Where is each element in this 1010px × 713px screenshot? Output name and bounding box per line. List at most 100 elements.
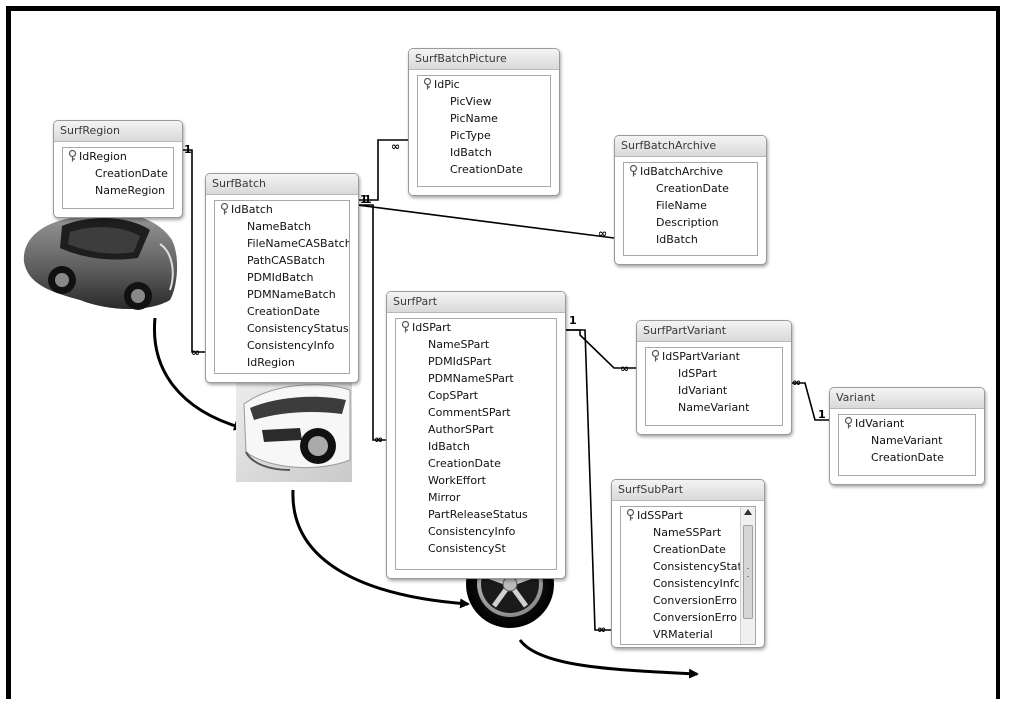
key-icon (626, 509, 635, 521)
field-label: ConsistencyStat (653, 560, 742, 573)
rel-batch-archive (356, 204, 615, 239)
grip-icon (747, 568, 749, 577)
scrollbar-thumb[interactable] (743, 525, 753, 619)
table-surfbatcharchive[interactable]: SurfBatchArchive IdBatchArchive Creation… (614, 135, 767, 265)
field[interactable]: CreationDate (396, 455, 556, 472)
field[interactable]: CreationDate (63, 165, 173, 182)
table-surfpartvariant[interactable]: SurfPartVariant IdSPartVariant IdSPart I… (636, 320, 792, 435)
table-variant[interactable]: Variant IdVariant NameVariant CreationDa… (829, 387, 985, 485)
field[interactable]: NameSPart (396, 336, 556, 353)
field[interactable]: AuthorSPart (396, 421, 556, 438)
field[interactable]: FileNameCASBatch (215, 235, 349, 252)
key-icon (844, 417, 853, 429)
card-many-4: ∞ (374, 433, 383, 446)
field-label: NameSSPart (653, 526, 722, 539)
primary-key-field[interactable]: IdBatchArchive (624, 163, 757, 180)
field-label: NameBatch (247, 220, 312, 233)
field[interactable]: ConsistencyStatus (215, 320, 349, 337)
table-surfbatch[interactable]: SurfBatch IdBatch NameBatch FileNameCASB… (205, 173, 359, 383)
field-label: FileNameCASBatch (247, 237, 350, 250)
arrow-front-to-wheel (291, 489, 470, 609)
field[interactable]: IdBatch (396, 438, 556, 455)
field-label: IdVariant (855, 417, 905, 430)
rel-part-subpart (564, 329, 611, 631)
card-one-5: 1 (818, 408, 826, 421)
flow-arrows (152, 317, 699, 679)
field[interactable]: ConsistencyStat (621, 558, 755, 575)
field[interactable]: CreationDate (215, 303, 349, 320)
field[interactable]: Mirror (396, 489, 556, 506)
field[interactable]: PartReleaseStatus (396, 506, 556, 523)
primary-key-field[interactable]: IdBatch (215, 201, 349, 218)
field-label: Mirror (428, 491, 461, 504)
field[interactable]: CreationDate (418, 161, 550, 178)
field-list: IdVariant NameVariant CreationDate (838, 414, 976, 476)
table-surfsubpart[interactable]: SurfSubPart IdSSPart NameSSPart Creation… (611, 479, 765, 648)
field-list: IdBatchArchive CreationDate FileName Des… (623, 162, 758, 256)
field[interactable]: CommentSPart (396, 404, 556, 421)
field[interactable]: PDMNameSPart (396, 370, 556, 387)
field-label: IdSPart (678, 367, 717, 380)
primary-key-field[interactable]: IdSPart (396, 319, 556, 336)
table-title: SurfBatchPicture (409, 49, 559, 70)
field[interactable]: IdRegion (215, 354, 349, 371)
primary-key-field[interactable]: IdVariant (839, 415, 975, 432)
table-surfregion[interactable]: SurfRegion IdRegion CreationDate NameReg… (53, 120, 183, 218)
key-icon (629, 165, 638, 177)
field[interactable]: PDMIdBatch (215, 269, 349, 286)
field[interactable]: ConversionErro (621, 592, 755, 609)
primary-key-field[interactable]: IdSPartVariant (646, 348, 782, 365)
table-surfpart[interactable]: SurfPart IdSPart NameSPart PDMIdSPart PD… (386, 291, 566, 579)
field[interactable]: IdSPart (646, 365, 782, 382)
field-label: IdSPartVariant (662, 350, 740, 363)
field[interactable]: ConsistencySt (396, 540, 556, 557)
field-label: PDMNameBatch (247, 288, 336, 301)
vertical-scrollbar[interactable] (740, 507, 755, 644)
field[interactable]: ConversionErro (621, 609, 755, 626)
field[interactable]: ConsistencyInfo (215, 337, 349, 354)
field[interactable]: VRMaterial (621, 626, 755, 643)
field[interactable]: CreationDate (621, 541, 755, 558)
field[interactable]: IdBatch (418, 144, 550, 161)
field[interactable]: IdVariant (646, 382, 782, 399)
field[interactable]: PicType (418, 127, 550, 144)
field[interactable]: FileName (624, 197, 757, 214)
field-label: IdBatch (450, 146, 492, 159)
field[interactable]: ConsistencyInfo (396, 523, 556, 540)
field[interactable]: NameBatch (215, 218, 349, 235)
field[interactable]: Description (624, 214, 757, 231)
card-one-2: 1 (360, 193, 368, 206)
field[interactable]: PathCASBatch (215, 252, 349, 269)
table-title: SurfPart (387, 292, 565, 313)
primary-key-field[interactable]: IdPic (418, 76, 550, 93)
card-one-4: 1 (569, 314, 577, 327)
field[interactable]: NameVariant (646, 399, 782, 416)
field[interactable]: PicName (418, 110, 550, 127)
scroll-up-arrow-icon[interactable] (744, 509, 752, 515)
field[interactable]: ConsistencyInfc (621, 575, 755, 592)
field-list: IdRegion CreationDate NameRegion (62, 147, 174, 209)
field[interactable]: NameSSPart (621, 524, 755, 541)
field-label: IdBatchArchive (640, 165, 724, 178)
primary-key-field[interactable]: IdSSPart (621, 507, 755, 524)
primary-key-field[interactable]: IdRegion (63, 148, 173, 165)
field[interactable]: IdBatch (624, 231, 757, 248)
field[interactable]: CopSPart (396, 387, 556, 404)
field[interactable]: PDMIdSPart (396, 353, 556, 370)
field-label: CreationDate (450, 163, 523, 176)
field-label: IdBatch (656, 233, 698, 246)
field-label: CreationDate (247, 305, 320, 318)
field[interactable]: CreationDate (624, 180, 757, 197)
field[interactable]: WorkEffort (396, 472, 556, 489)
field[interactable]: PicView (418, 93, 550, 110)
field-label: CreationDate (95, 167, 168, 180)
table-surfbatchpicture[interactable]: SurfBatchPicture IdPic PicView PicName P… (408, 48, 560, 196)
field-label: ConsistencyInfo (428, 525, 516, 538)
field[interactable]: NameRegion (63, 182, 173, 199)
field[interactable]: CreationDate (839, 449, 975, 466)
car-photo (23, 212, 178, 310)
diagram-frame (6, 6, 1000, 699)
card-many-6: ∞ (792, 376, 801, 389)
field[interactable]: NameVariant (839, 432, 975, 449)
field[interactable]: PDMNameBatch (215, 286, 349, 303)
